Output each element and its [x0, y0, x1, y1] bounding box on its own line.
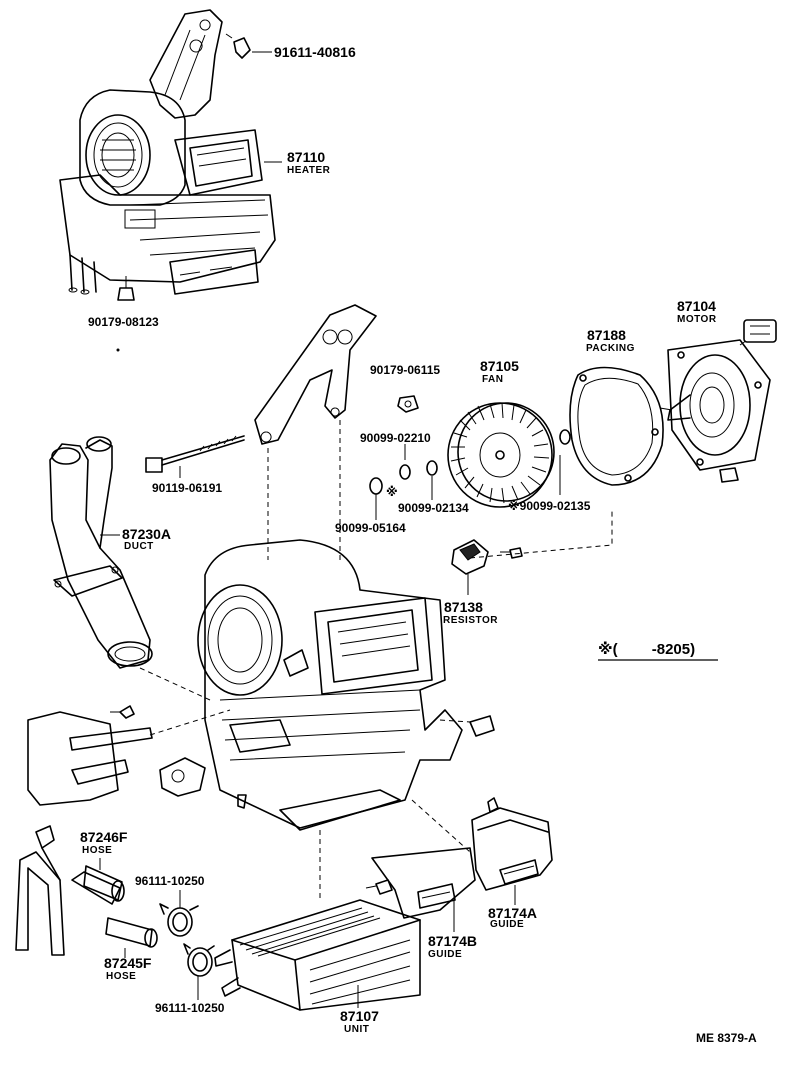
- part-number-90179-08123: 90179-08123: [88, 315, 159, 329]
- part-name-packing: PACKING: [586, 343, 635, 354]
- part-name-heater: HEATER: [287, 165, 331, 176]
- asterisk-mark: ※: [386, 485, 398, 499]
- part-number-87104: 87104: [677, 298, 716, 314]
- part-name-hose-upper: HOSE: [82, 845, 113, 856]
- part-number-87107: 87107: [340, 1008, 379, 1024]
- part-number-96111-10250-lower: 96111-10250: [155, 1001, 225, 1015]
- bracket-drawing: [145, 304, 438, 560]
- part-number-90119-06191: 90119-06191: [152, 481, 223, 495]
- guide-a-drawing: [471, 797, 553, 905]
- part-number-87105: 87105: [480, 358, 519, 374]
- part-number-96111-10250-upper: 96111-10250: [135, 874, 205, 888]
- side-cover-drawing: [27, 705, 153, 806]
- heater-core-drawing: [214, 899, 421, 1011]
- part-name-resistor: RESISTOR: [443, 615, 498, 626]
- main-unit-drawing: [149, 510, 613, 900]
- part-number-87174B: 87174B: [428, 933, 478, 949]
- part-name-guide-a: GUIDE: [490, 919, 525, 930]
- part-number-90179-06115: 90179-06115: [370, 363, 441, 377]
- motor-drawing: [659, 319, 777, 483]
- resistor-drawing: [451, 539, 523, 595]
- fan-drawing: [447, 402, 571, 508]
- part-name-duct: DUCT: [124, 541, 154, 552]
- production-date-note: ※( -8205): [598, 641, 696, 658]
- part-number-90099-02135: ※90099-02135: [508, 499, 591, 513]
- part-name-hose-lower: HOSE: [106, 971, 137, 982]
- part-number-87246F: 87246F: [80, 829, 128, 845]
- part-number-91611-40816: 91611-40816: [274, 44, 356, 60]
- part-name-guide-b: GUIDE: [428, 949, 463, 960]
- duct-drawing: [49, 436, 211, 701]
- packing-drawing: [569, 366, 664, 486]
- guide-b-drawing: [365, 847, 476, 932]
- hose-pipes-drawing: [15, 825, 158, 958]
- diagram-reference: ME 8379-A: [696, 1031, 757, 1045]
- part-number-87110: 87110: [287, 149, 326, 165]
- part-number-87230A: 87230A: [122, 526, 172, 542]
- part-number-90099-02210: 90099-02210: [360, 431, 431, 445]
- part-number-90099-05164: 90099-05164: [335, 521, 406, 535]
- part-name-unit: UNIT: [344, 1024, 370, 1035]
- part-number-90099-02134: 90099-02134: [398, 501, 469, 515]
- heater-upper-drawing: [59, 9, 282, 352]
- part-number-87245F: 87245F: [104, 955, 152, 971]
- part-number-87138: 87138: [444, 599, 483, 615]
- part-number-87174A: 87174A: [488, 905, 538, 921]
- part-name-fan: FAN: [482, 374, 504, 385]
- part-number-87188: 87188: [587, 327, 626, 343]
- hose-clamps-drawing: [159, 890, 215, 1000]
- part-name-motor: MOTOR: [677, 314, 717, 325]
